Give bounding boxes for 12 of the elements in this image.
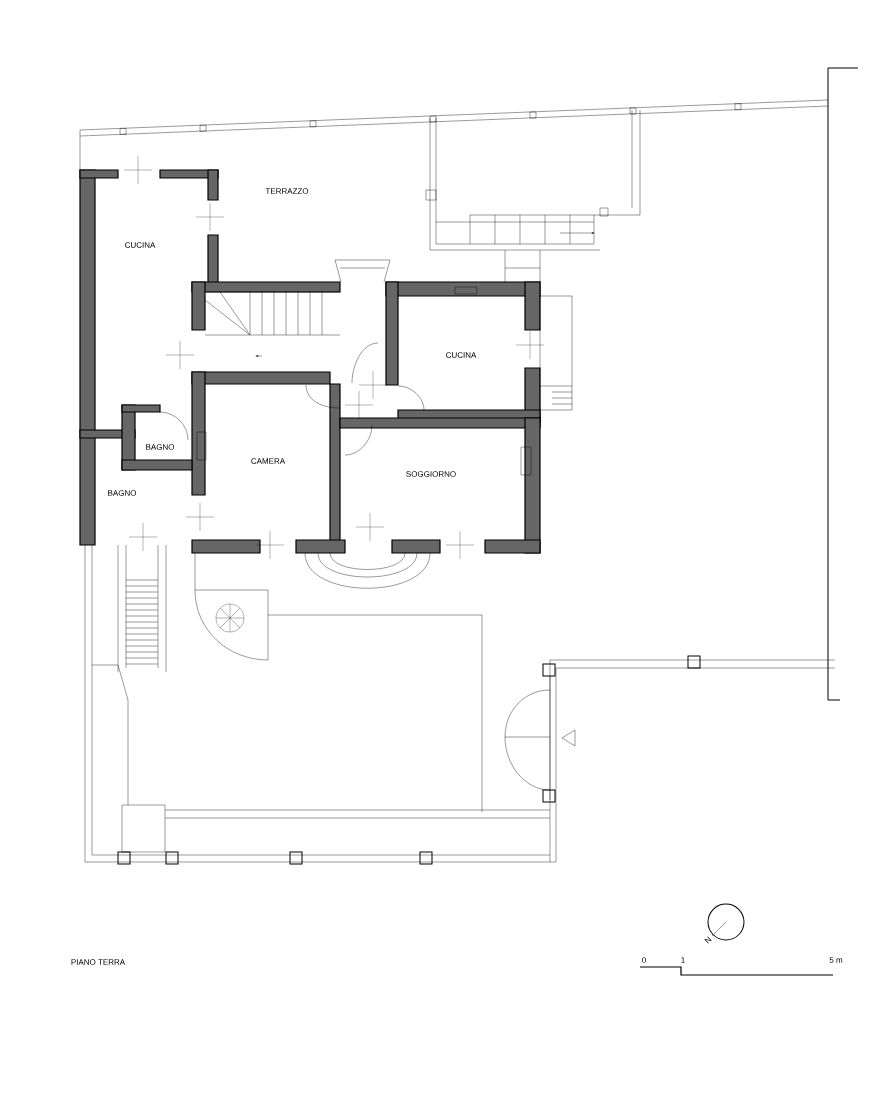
text-label: CUCINA <box>125 242 156 248</box>
text-label: CAMERA <box>251 458 286 464</box>
text-label: 1 <box>681 957 685 963</box>
text-label: CUCINA <box>446 352 477 358</box>
text-label: PIANO TERRA <box>71 959 126 965</box>
text-label: BAGNO <box>108 490 137 496</box>
text-label: 5 m <box>829 957 843 963</box>
text-label: N <box>704 936 712 944</box>
text-label: BAGNO <box>146 444 175 450</box>
text-label: 0 <box>642 957 646 963</box>
text-label: SOGGIORNO <box>406 471 456 477</box>
text-label: TERRAZZO <box>265 188 309 194</box>
